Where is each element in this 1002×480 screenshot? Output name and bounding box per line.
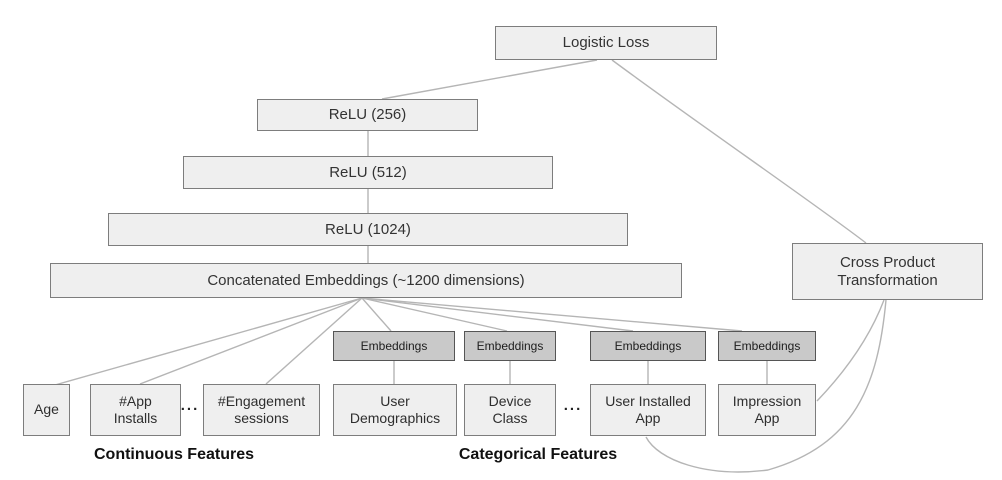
app-installs-feature-node: #App Installs (90, 384, 181, 436)
logistic-loss-label: Logistic Loss (562, 34, 650, 51)
embeddings-node-impression-app: Embeddings (718, 331, 816, 361)
relu-256-node: ReLU (256) (257, 99, 478, 131)
embeddings-label: Embeddings (476, 338, 544, 353)
device-class-label-line1: Device (488, 392, 532, 409)
relu-512-node: ReLU (512) (183, 156, 553, 189)
app-installs-label-line1: #App (119, 392, 152, 409)
concatenated-embeddings-node: Concatenated Embeddings (~1200 dimension… (50, 263, 682, 298)
age-label: Age (34, 401, 59, 418)
age-feature-node: Age (23, 384, 70, 436)
user-demographics-label-line2: Demographics (349, 410, 441, 426)
embeddings-label: Embeddings (733, 338, 801, 353)
cross-product-label-line2: Transformation (837, 271, 938, 289)
relu-1024-node: ReLU (1024) (108, 213, 628, 246)
continuous-features-group-label: Continuous Features (93, 446, 254, 463)
embeddings-node-user-installed-app: Embeddings (590, 331, 706, 361)
logistic-loss-node: Logistic Loss (495, 26, 717, 60)
user-installed-app-label-line1: User Installed (605, 392, 691, 409)
cross-product-transformation-node: Cross Product Transformation (792, 243, 983, 300)
impression-app-label-line1: Impression (732, 392, 802, 409)
embeddings-label: Embeddings (614, 338, 682, 353)
engagement-sessions-label-line2: sessions (234, 410, 289, 426)
embeddings-node-device-class: Embeddings (464, 331, 556, 361)
continuous-features-ellipsis: ... (180, 397, 200, 414)
categorical-features-group-label: Categorical Features (458, 446, 618, 463)
device-class-feature-node: Device Class (464, 384, 556, 436)
impression-app-label-line2: App (754, 410, 780, 426)
user-installed-app-label-line2: App (635, 410, 661, 426)
relu-256-label: ReLU (256) (328, 106, 407, 123)
user-installed-app-feature-node: User Installed App (590, 384, 706, 436)
device-class-label-line2: Class (492, 410, 528, 426)
embeddings-node-user-demographics: Embeddings (333, 331, 455, 361)
relu-512-label: ReLU (512) (329, 163, 407, 181)
relu-1024-label: ReLU (1024) (325, 220, 411, 238)
engagement-sessions-feature-node: #Engagement sessions (203, 384, 320, 436)
embeddings-label: Embeddings (360, 338, 428, 353)
user-demographics-feature-node: User Demographics (333, 384, 457, 436)
categorical-features-ellipsis: ... (563, 397, 583, 414)
concatenated-embeddings-label: Concatenated Embeddings (~1200 dimension… (207, 271, 525, 289)
user-demographics-label-line1: User (380, 392, 410, 409)
cross-product-label-line1: Cross Product (839, 253, 936, 271)
app-installs-label-line2: Installs (113, 410, 158, 426)
impression-app-feature-node: Impression App (718, 384, 816, 436)
engagement-sessions-label-line1: #Engagement (217, 392, 306, 409)
